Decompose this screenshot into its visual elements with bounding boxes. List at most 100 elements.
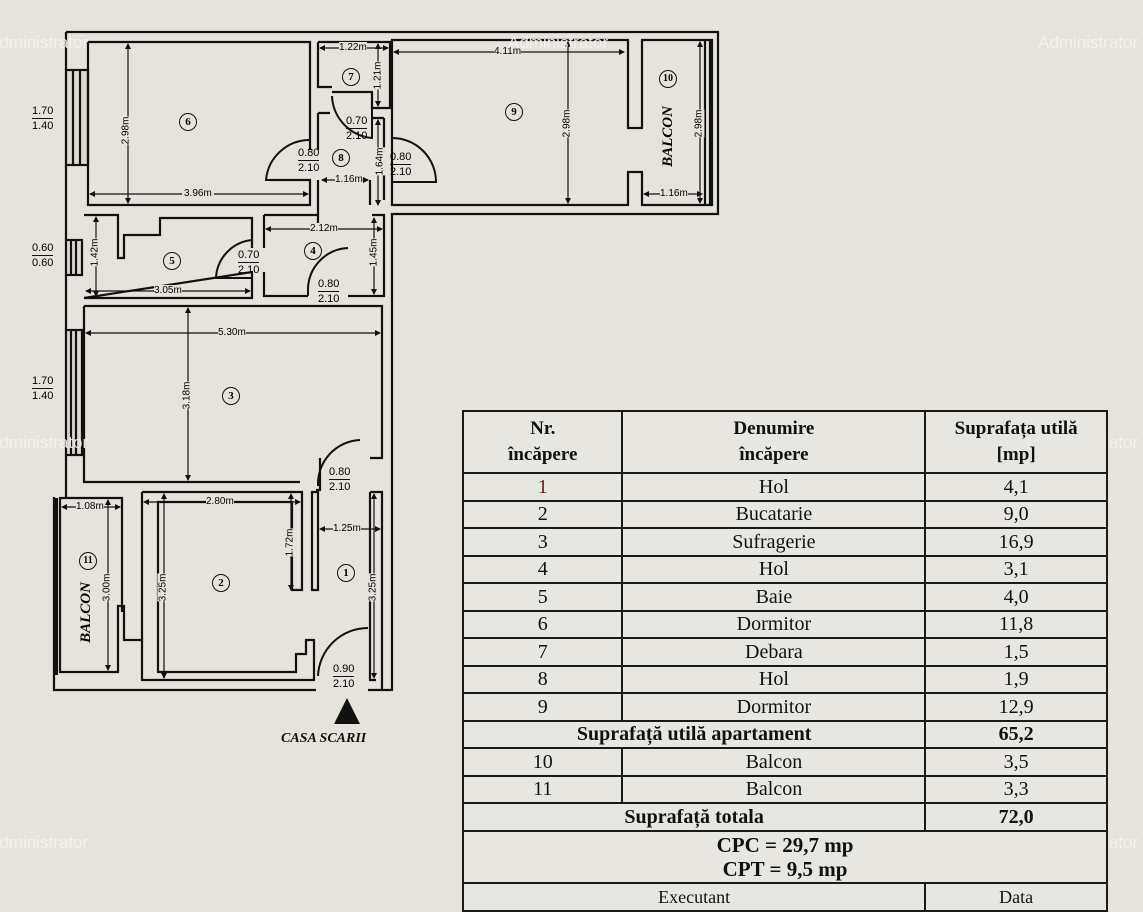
room-name: Debara: [621, 637, 927, 667]
room-number-5: 5: [163, 252, 181, 270]
window-height: 1.40: [32, 120, 54, 132]
subtotal-value: 65,2: [924, 719, 1108, 749]
executant-label: Executant: [461, 881, 927, 912]
room-area: 3,5: [924, 747, 1108, 777]
room-nr: 11: [461, 774, 624, 804]
door-label-entrance: 0.90 2.10: [333, 662, 355, 691]
subtotal-label: Suprafață utilă apartament: [461, 719, 927, 749]
window-width: 1.70: [32, 105, 54, 119]
room-name: Sufragerie: [621, 527, 927, 557]
door-height: 2.10: [346, 130, 368, 142]
balcony-label-11: BALCON: [77, 582, 94, 643]
total-value: 72,0: [924, 802, 1108, 832]
room-name: Balcon: [621, 747, 927, 777]
room-number-10: 10: [659, 70, 677, 88]
room-name: Bucatarie: [621, 499, 927, 529]
room-area: 1,9: [924, 664, 1108, 694]
room-nr: 7: [461, 637, 624, 667]
room-area: 11,8: [924, 609, 1108, 639]
door-width: 0.90: [333, 663, 355, 677]
room-nr: 8: [461, 664, 624, 694]
room-number-3: 3: [222, 387, 240, 405]
dim-room4-h: 1.45m: [368, 238, 380, 267]
door-height: 2.10: [318, 293, 340, 305]
room-area: 9,0: [924, 499, 1108, 529]
room-name: Balcon: [621, 774, 927, 804]
dim-room7-w: 1.22m: [339, 42, 367, 53]
room-number-11: 11: [79, 552, 97, 570]
window-width: 0.60: [32, 242, 54, 256]
cpt-value: CPT = 9,5 mp: [722, 856, 848, 881]
room-name: Dormitor: [621, 609, 927, 639]
watermark: Administrator: [508, 33, 609, 52]
door-label-room9: 0.80 2.10: [390, 150, 412, 179]
room-number-6: 6: [179, 113, 197, 131]
dim-room10-w: 1.16m: [660, 188, 688, 199]
room-area: 4,1: [924, 472, 1108, 502]
room-number-7: 7: [342, 68, 360, 86]
dim-room8-w: 1.16m: [335, 174, 363, 185]
room-area: 16,9: [924, 527, 1108, 557]
door-height: 2.10: [298, 162, 320, 174]
window-width: 1.70: [32, 375, 54, 389]
room-name: Dormitor: [621, 692, 927, 722]
room-nr: 6: [461, 609, 624, 639]
window-label-room5: 0.60 0.60: [32, 241, 54, 270]
room-nr: 1: [461, 472, 624, 502]
room-number-9: 9: [505, 103, 523, 121]
door-width: 0.80: [329, 466, 351, 480]
room-nr: 2: [461, 499, 624, 529]
header-room-number: Nr.încăpere: [461, 410, 624, 474]
door-width: 0.70: [346, 115, 368, 129]
window-height: 1.40: [32, 390, 54, 402]
room-area: 1,5: [924, 637, 1108, 667]
window-label-room3: 1.70 1.40: [32, 374, 54, 403]
dim-room4-w: 2.12m: [310, 223, 338, 234]
room-number-2: 2: [212, 574, 230, 592]
door-height: 2.10: [329, 481, 351, 493]
dim-room10-h: 2.98m: [693, 109, 705, 138]
room-name: Baie: [621, 582, 927, 612]
dim-room9-w: 4.11m: [494, 46, 522, 57]
room-nr: 5: [461, 582, 624, 612]
dim-room2-h: 3.25m: [157, 573, 169, 602]
room-area: 3,1: [924, 554, 1108, 584]
room-nr: 4: [461, 554, 624, 584]
dim-room5-w: 3.05m: [154, 285, 182, 296]
dim-room7-h: 1.21m: [372, 61, 384, 90]
room-name: Hol: [621, 472, 927, 502]
dim-room1-w: 1.25m: [333, 523, 361, 534]
room-area: 4,0: [924, 582, 1108, 612]
room-area: 3,3: [924, 774, 1108, 804]
room-nr: 10: [461, 747, 624, 777]
door-label-room4: 0.80 2.10: [318, 277, 340, 306]
door-height: 2.10: [238, 264, 260, 276]
dim-room1-h: 3.25m: [367, 573, 379, 602]
window-height: 0.60: [32, 257, 54, 269]
balcony-label-10: BALCON: [659, 106, 676, 167]
window-label-room6: 1.70 1.40: [32, 104, 54, 133]
door-label-room7: 0.70 2.10: [346, 114, 368, 143]
door-width: 0.80: [318, 278, 340, 292]
room-name: Hol: [621, 664, 927, 694]
dim-room2-h2: 1.72m: [284, 528, 296, 557]
watermark: Administrator: [0, 833, 89, 852]
dim-room3-w: 5.30m: [218, 327, 246, 338]
door-height: 2.10: [390, 166, 412, 178]
door-height: 2.10: [333, 678, 355, 690]
